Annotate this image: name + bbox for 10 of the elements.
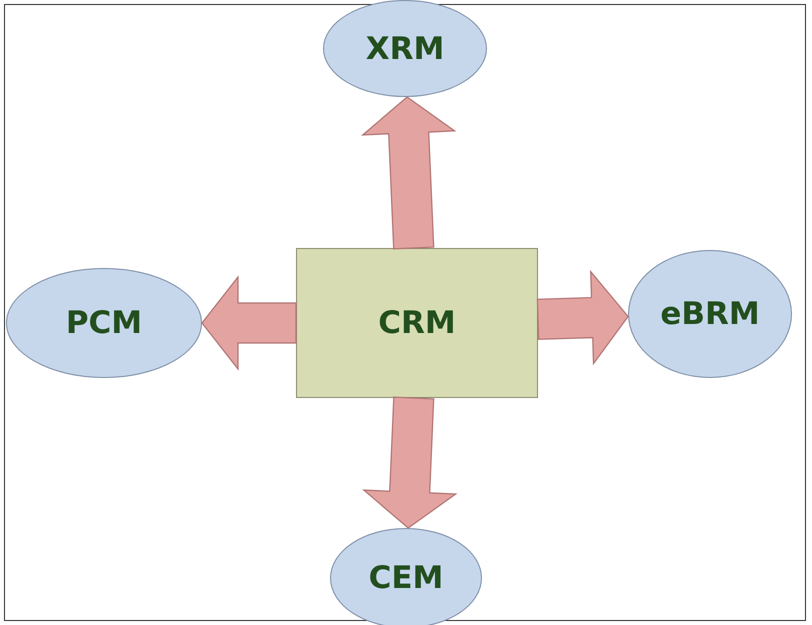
process-box [296,248,538,398]
node-label: CRM [378,305,456,341]
node-label: XRM [366,30,444,66]
node-label: CEM [368,560,444,596]
block-arrow [536,270,629,366]
node-label: PCM [66,305,142,341]
block-arrow [201,275,297,371]
block-arrow [360,96,456,250]
block-arrow [362,396,458,529]
node-label: eBRM [660,296,760,332]
